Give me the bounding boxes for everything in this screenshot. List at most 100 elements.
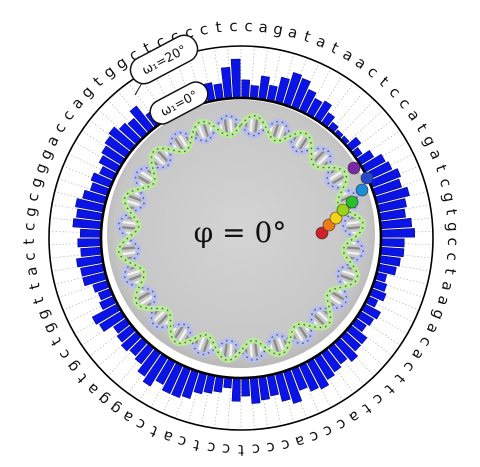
sequence-letter: c	[54, 346, 74, 363]
sequence-letter: g	[21, 206, 40, 218]
sequence-letter: c	[221, 440, 230, 459]
sequence-letter: c	[20, 222, 38, 231]
omega-outer-badge	[129, 34, 199, 85]
base-pair-rung	[314, 152, 331, 168]
base-pair-rung	[138, 294, 156, 307]
base-pair-rung	[155, 311, 171, 328]
base-pair-rung	[125, 273, 145, 283]
base-pair-rung	[253, 116, 259, 136]
base-pair-rung	[337, 273, 357, 283]
sequence-letter: c	[20, 252, 39, 262]
sequence-letter: g	[31, 161, 51, 176]
sequence-letter: g	[428, 307, 448, 322]
base-pair-rung	[271, 121, 280, 140]
sequence-letter: a	[258, 18, 269, 37]
base-pair-rung	[249, 340, 254, 361]
sequence-letter: a	[408, 346, 428, 364]
base-pair-rung	[119, 250, 139, 256]
sequence-letter: a	[434, 294, 454, 308]
sequence-letter: c	[229, 17, 238, 35]
sequence-letter: t	[20, 238, 38, 244]
base-pair-rung	[119, 220, 139, 226]
base-pair-rung	[177, 326, 189, 344]
base-pair-rung	[343, 246, 364, 251]
base-pair-rung	[118, 246, 139, 251]
highlight-bead	[355, 183, 369, 197]
sequence-letter: a	[438, 280, 458, 293]
sequence-letter: g	[272, 20, 285, 39]
sequence-letter: c	[385, 83, 404, 101]
base-pair-rung	[135, 174, 153, 186]
base-pair-rung	[196, 122, 206, 142]
sequence-letter: a	[119, 407, 136, 427]
polar-bar	[380, 238, 405, 248]
base-pair-rung	[326, 169, 344, 182]
sequence-letter: t	[147, 422, 160, 441]
sequence-letter: t	[73, 370, 90, 386]
sequence-letter: g	[77, 82, 97, 101]
base-pair-rung	[329, 174, 347, 186]
sequence-letter: c	[334, 415, 350, 435]
polar-bar	[380, 228, 416, 238]
base-pair-rung	[124, 199, 143, 208]
base-pair-rung	[202, 336, 211, 355]
sequence-letter: t	[391, 370, 408, 386]
base-pair-rung	[314, 308, 331, 324]
sequence-letter: t	[90, 73, 107, 90]
omega-inner-badge	[149, 81, 209, 125]
sequence-letter: c	[321, 421, 336, 441]
sequence-letter: t	[47, 335, 66, 349]
base-pair-rung	[135, 290, 153, 302]
highlight-bead	[347, 161, 361, 175]
sequence-letter: g	[63, 358, 83, 377]
sequence-letter: a	[83, 380, 102, 399]
base-pair-rung	[151, 308, 168, 324]
base-pair-rung	[223, 340, 229, 360]
base-pair-rung	[297, 323, 310, 341]
sequence-letter: t	[238, 441, 244, 459]
base-pair-rung	[124, 268, 143, 277]
sequence-letter: t	[441, 267, 460, 276]
base-pair-rung	[223, 116, 229, 136]
radial-gridline	[351, 119, 393, 153]
base-pair-rung	[172, 323, 185, 341]
polar-bar	[249, 376, 261, 404]
base-pair-rung	[138, 169, 156, 182]
base-pair-rung	[329, 290, 347, 302]
base-pair-rung	[155, 148, 171, 165]
base-pair-rung	[228, 115, 233, 136]
base-pair-rung	[271, 336, 280, 355]
sequence-letter: c	[198, 20, 209, 39]
base-pair-rung	[343, 250, 363, 256]
base-pair-rung	[326, 294, 344, 307]
sequence-letter: c	[175, 432, 188, 452]
sequence-letter: t	[381, 381, 398, 398]
sequence-letter: c	[50, 119, 70, 135]
base-pair-rung	[276, 122, 286, 142]
sequence-letter: c	[444, 237, 462, 246]
sequence-letter: c	[436, 176, 456, 189]
base-pair-rung	[118, 225, 139, 230]
sequence-letter: c	[395, 94, 414, 112]
sequence-letter: g	[112, 53, 130, 73]
polar-bar	[241, 79, 251, 99]
sequence-letter: a	[314, 32, 329, 52]
base-pair-rung	[293, 132, 305, 150]
polar-bar	[79, 228, 102, 238]
sequence-letter: a	[423, 320, 443, 336]
base-pair-rung	[196, 334, 206, 354]
sequence-letter: c	[251, 440, 260, 459]
sequence-letter: t	[302, 27, 313, 46]
dna-strand-a-beads	[117, 114, 365, 362]
base-pair-rung	[125, 193, 145, 203]
sequence-letter: g	[39, 320, 59, 336]
dna-strand-b-beads	[117, 114, 365, 362]
base-pair-rung	[253, 340, 259, 360]
sequence-letter: g	[36, 146, 56, 162]
polar-bar	[241, 377, 251, 397]
sequence-letter: c	[443, 252, 462, 262]
polar-bars	[72, 58, 416, 404]
sequence-letter: a	[352, 53, 370, 73]
